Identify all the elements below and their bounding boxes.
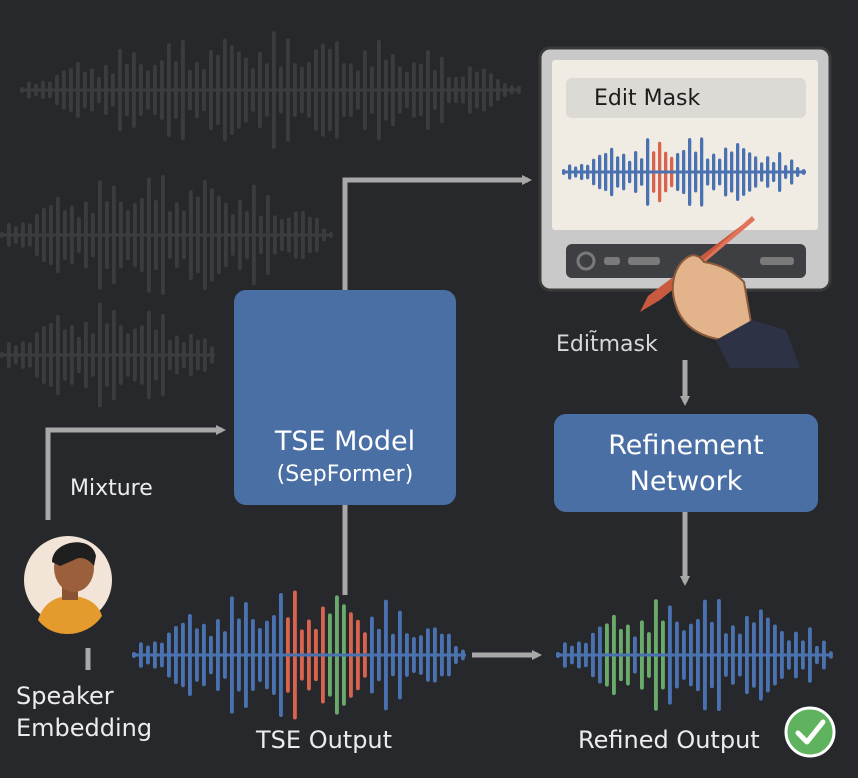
refinement-line1: Refinement [608,430,764,461]
pen-hand-icon [640,216,800,368]
tse-model-subtitle: (SepFormer) [276,462,414,487]
arrow-mixture-to-tse [45,425,226,520]
speaker-avatar-icon [24,536,112,634]
tse-model-title: TSE Model [274,426,416,457]
checkmark-icon [784,706,836,758]
editor-title-bar [566,78,806,118]
arrow-tse-to-editor [342,175,532,290]
tse-output-waveform [132,590,466,720]
speaker-embedding-label-line2: Embedding [16,714,153,742]
refined-output-waveform [556,598,833,712]
refinement-line2: Network [629,466,743,497]
edit-mask-caption: Edit̃mask [556,332,658,357]
edit-mask-editor [538,46,832,292]
connectors [45,175,690,670]
speaker-embedding-label-line1: Speaker [16,682,114,710]
background-waveforms [0,31,521,408]
editor-knob-icon [576,251,596,271]
refined-output-label: Refined Output [578,726,760,754]
editor-waveform [562,137,806,207]
tse-output-label: TSE Output [256,726,393,754]
mixture-label: Mixture [70,476,153,501]
refinement-network-box: Refinement Network [554,414,818,512]
editor-title: Edit Mask [594,86,701,111]
tse-model-box: TSE Model (SepFormer) [234,290,456,505]
